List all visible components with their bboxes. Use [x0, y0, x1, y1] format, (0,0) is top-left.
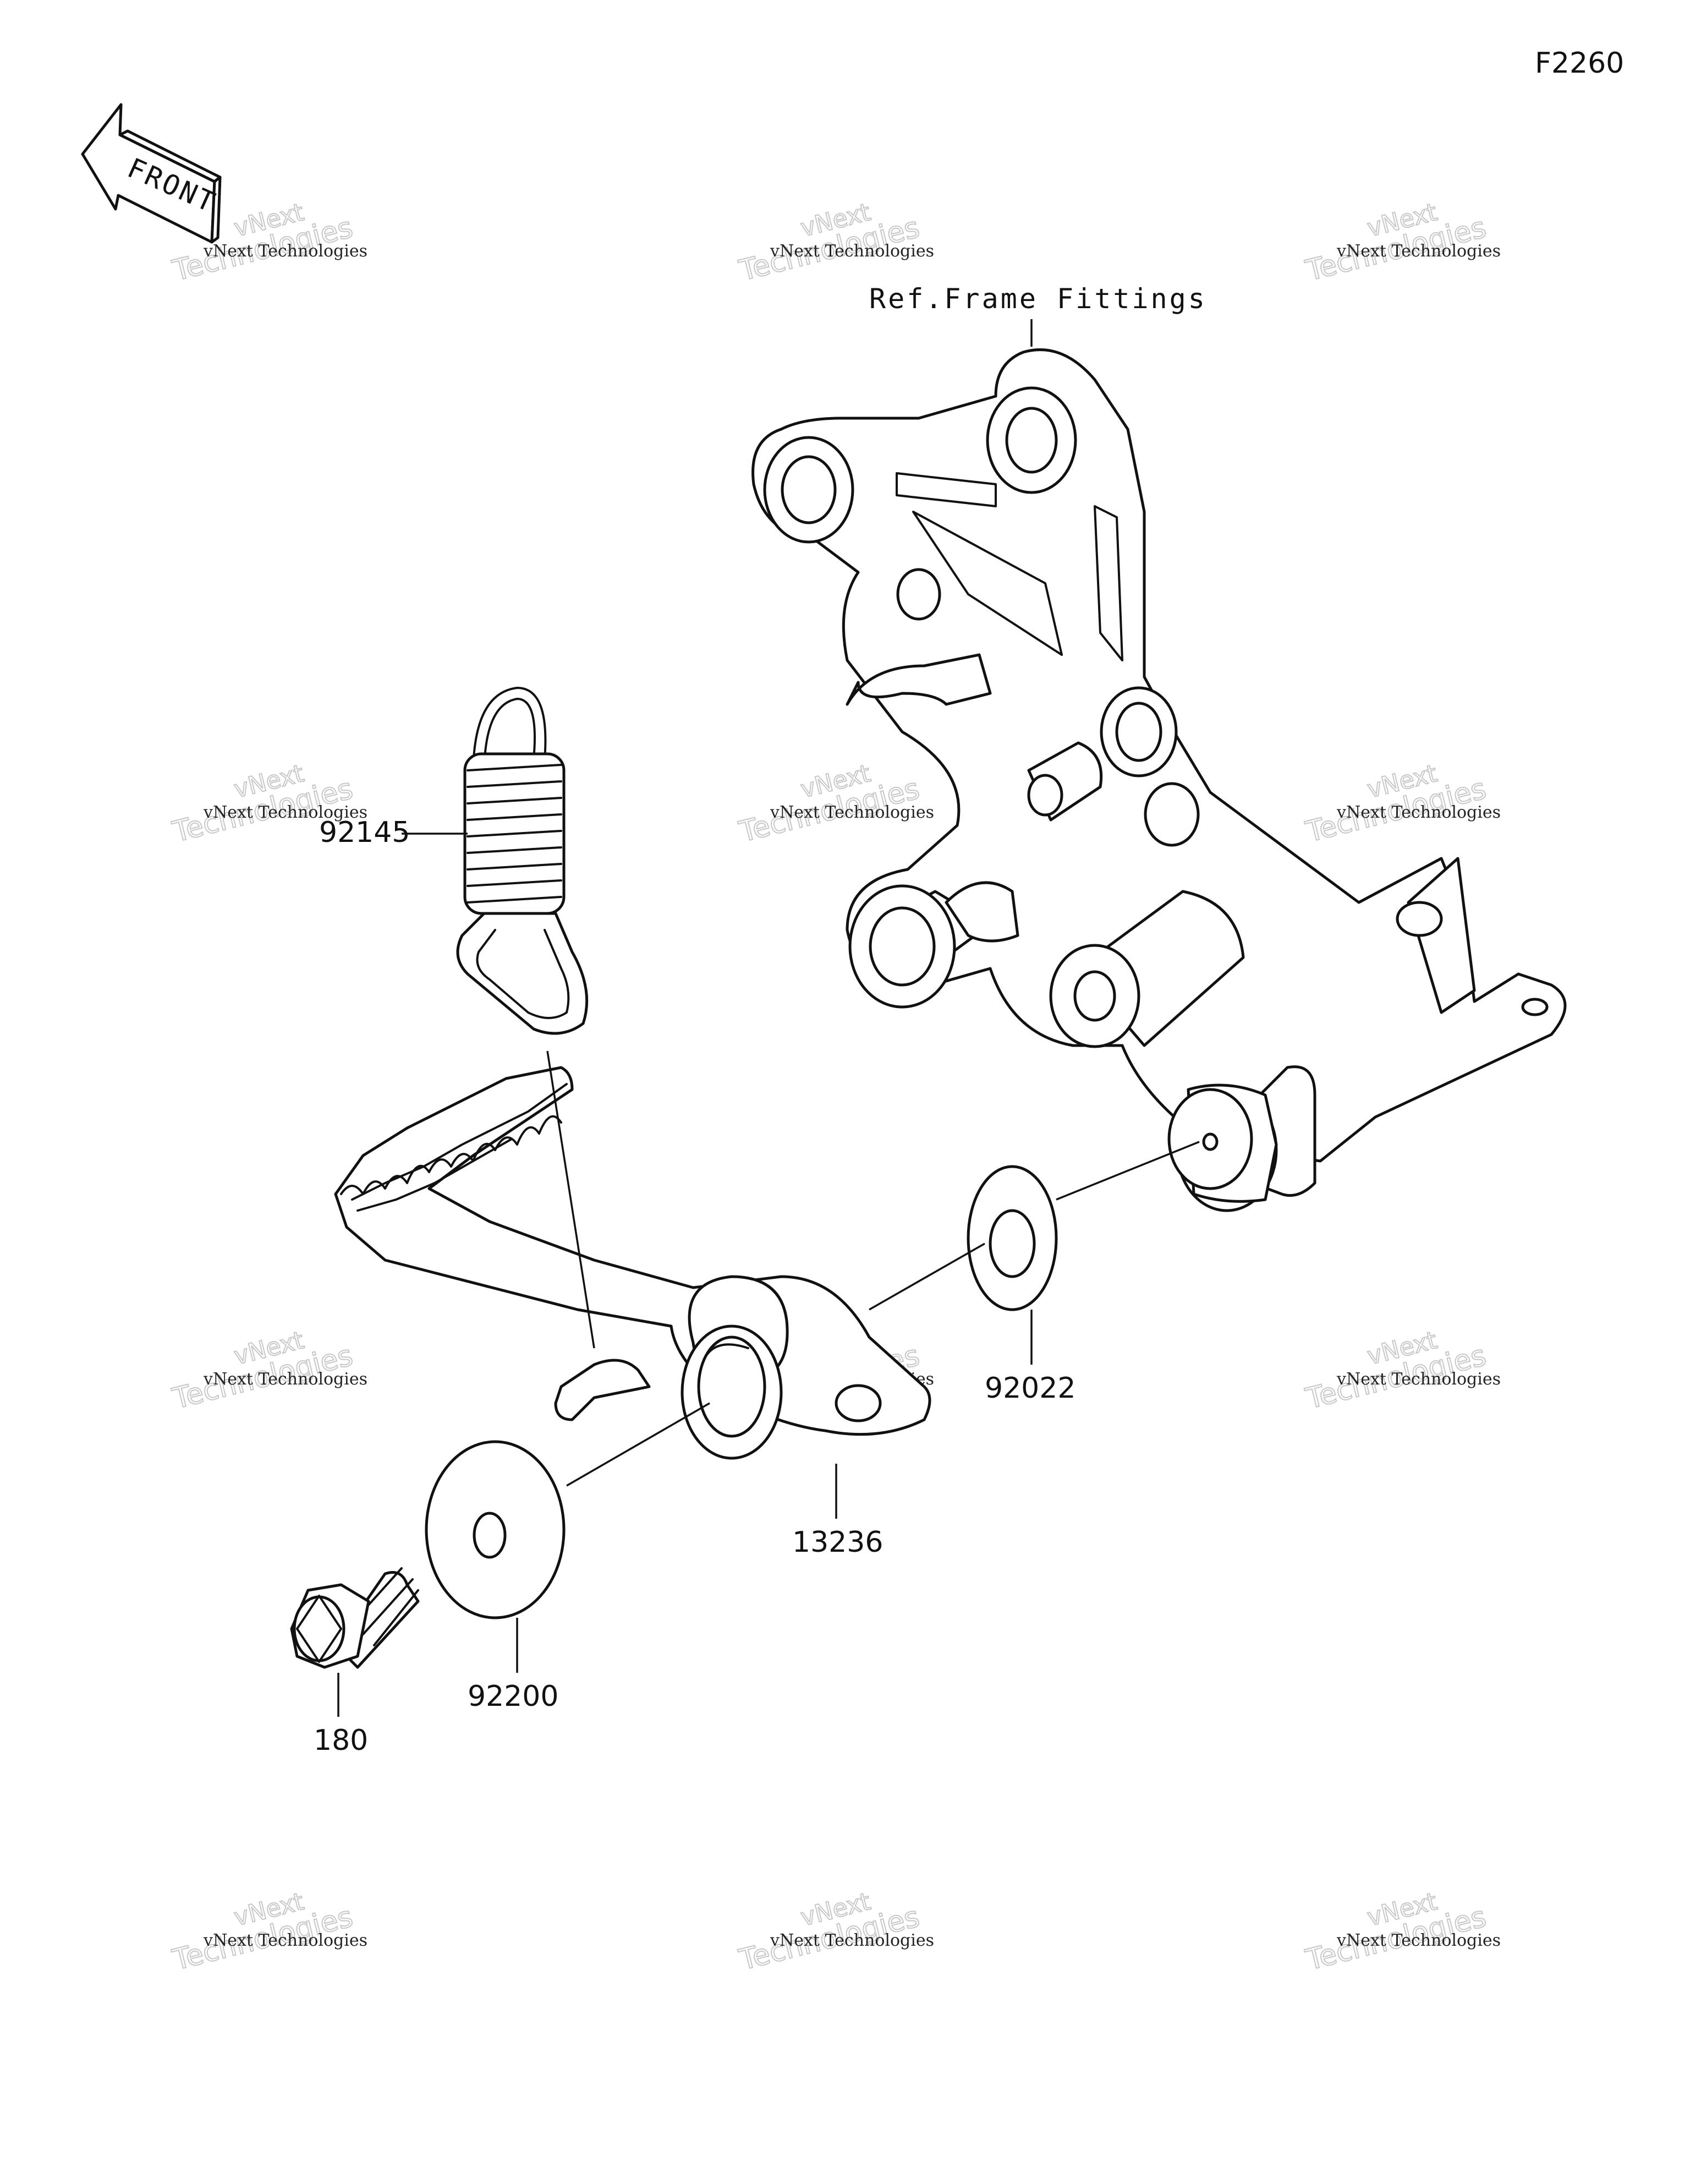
watermark: vNext Technologies vNext Technologies: [736, 759, 934, 850]
svg-text:vNext Technologies: vNext Technologies: [1336, 242, 1501, 261]
brake-pedal-part: [334, 1066, 931, 1460]
svg-text:vNext Technologies: vNext Technologies: [770, 242, 934, 261]
watermark: vNext Technologies vNext Technologies: [736, 198, 934, 288]
svg-text:vNext Technologies: vNext Technologies: [1336, 803, 1501, 822]
frame-fittings-bracket: Ref.Frame Fittings: [751, 283, 1567, 1212]
diagram-code: F2260: [1535, 47, 1624, 80]
bolt-part: [290, 1567, 420, 1669]
watermark: vNext Technologies vNext Technologies: [169, 1887, 367, 1978]
washer-part: [967, 1165, 1058, 1311]
watermark: vNext Technologies vNext Technologies: [1302, 198, 1501, 288]
svg-text:vNext Technologies: vNext Technologies: [1336, 1370, 1501, 1389]
spring-part: [456, 687, 589, 1035]
svg-text:vNext Technologies: vNext Technologies: [203, 242, 367, 261]
front-arrow-icon: FRONT: [81, 103, 222, 244]
svg-text:vNext Technologies: vNext Technologies: [770, 803, 934, 822]
svg-text:vNext Technologies: vNext Technologies: [203, 1931, 367, 1950]
watermark: vNext Technologies vNext Technologies: [1302, 1887, 1501, 1978]
pedal-washer-part: [425, 1440, 566, 1619]
svg-text:vNext Technologies: vNext Technologies: [203, 803, 367, 822]
part-number-92200: 92200: [468, 1680, 558, 1713]
svg-text:vNext Technologies: vNext Technologies: [770, 1931, 934, 1950]
reference-label: Ref.Frame Fittings: [869, 283, 1207, 315]
part-number-13236: 13236: [792, 1526, 883, 1559]
watermark: vNext Technologies vNext Technologies: [736, 1887, 934, 1978]
part-number-92022: 92022: [985, 1372, 1076, 1405]
svg-text:vNext Technologies: vNext Technologies: [1336, 1931, 1501, 1950]
svg-text:vNext Technologies: vNext Technologies: [203, 1370, 367, 1389]
part-number-180: 180: [314, 1724, 368, 1757]
part-number-92145: 92145: [319, 816, 410, 849]
watermark: vNext Technologies vNext Technologies: [1302, 1326, 1501, 1416]
watermark: vNext Technologies vNext Technologies: [1302, 759, 1501, 850]
watermark: vNext Technologies vNext Technologies: [169, 1326, 367, 1416]
